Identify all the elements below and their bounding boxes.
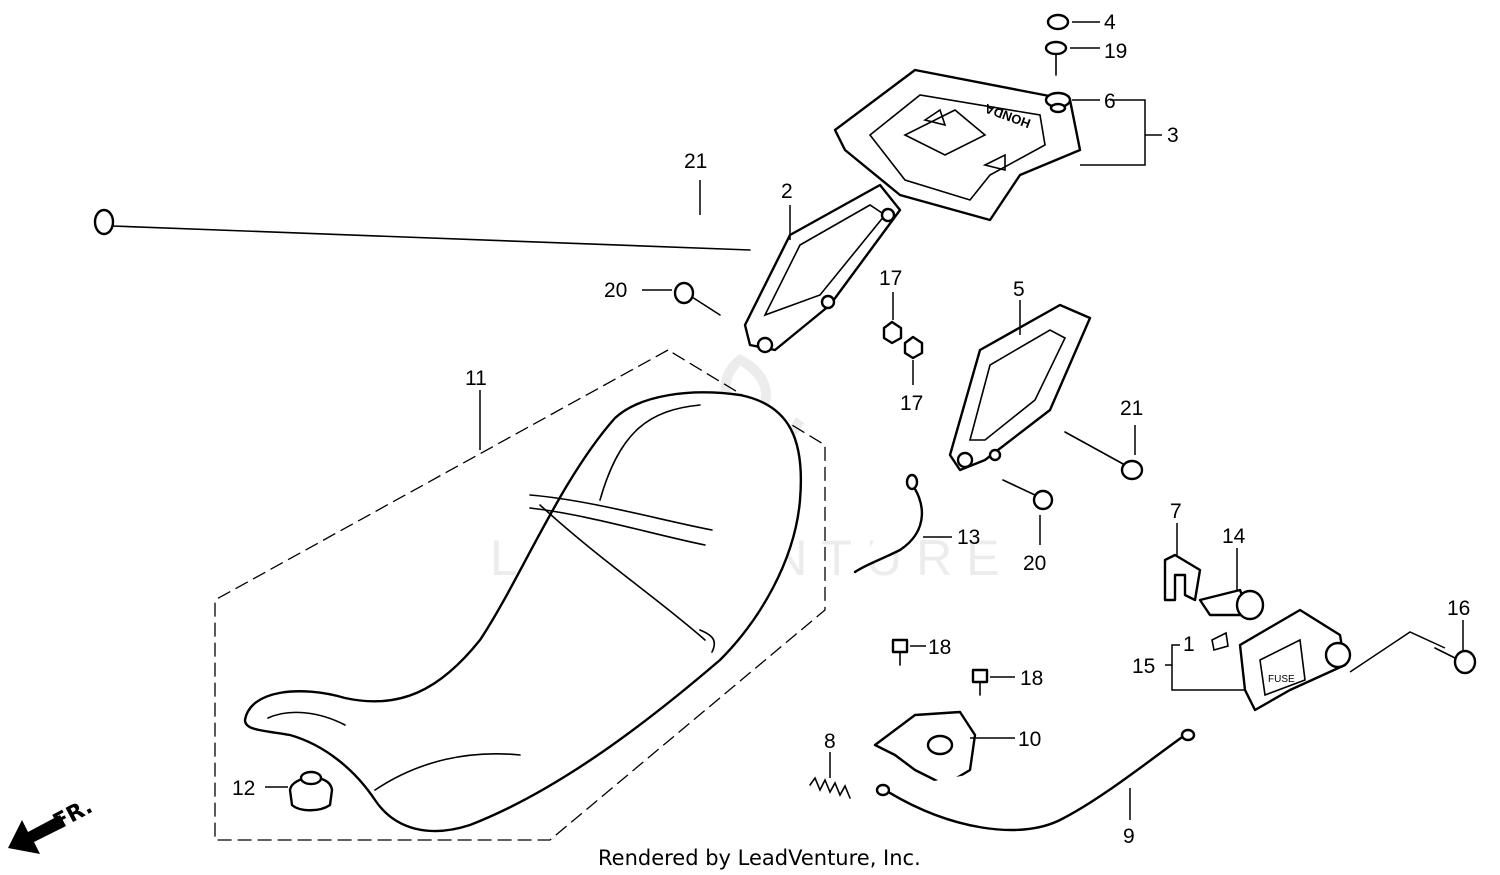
callout-21-right: 21 [1120, 397, 1143, 420]
bolt-20-right [1002, 479, 1054, 511]
nut-17-lower [903, 335, 924, 360]
callout-20-left: 20 [604, 279, 627, 302]
cap-4 [1046, 13, 1070, 31]
callout-19: 19 [1104, 40, 1127, 63]
callouts: 4 19 6 3 21 2 20 17 17 5 21 20 13 11 12 … [232, 11, 1470, 848]
cable-9 [875, 728, 1196, 832]
bolt-20-left [673, 281, 721, 316]
callout-20-right: 20 [1023, 552, 1046, 575]
callout-17-lower: 17 [900, 392, 923, 415]
callout-1: 1 [1183, 633, 1195, 656]
key-1 [1211, 631, 1229, 652]
collar-6 [1044, 91, 1072, 114]
callout-6: 6 [1104, 90, 1116, 113]
bolt-21-right [1064, 431, 1144, 481]
front-direction-arrow: FR. [8, 794, 97, 854]
leader-lines [265, 21, 1464, 820]
callout-8: 8 [824, 730, 836, 753]
callout-14: 14 [1222, 525, 1246, 548]
callout-7: 7 [1170, 500, 1182, 523]
bolt-18-lower [971, 668, 989, 696]
rod-13 [853, 473, 924, 574]
lock-bracket-10 [873, 710, 977, 787]
nut-17-upper [882, 320, 903, 345]
callout-5: 5 [1013, 278, 1025, 301]
seat-cushion-12 [288, 770, 334, 812]
callout-17-upper: 17 [879, 267, 902, 290]
callout-4: 4 [1104, 11, 1116, 34]
bolt-19 [1044, 40, 1068, 76]
callout-10: 10 [1018, 728, 1041, 751]
callout-9: 9 [1123, 825, 1135, 848]
seat-assembly [214, 349, 826, 841]
callout-18-lower: 18 [1020, 667, 1043, 690]
callout-13: 13 [957, 526, 980, 549]
bolt-18-upper [891, 638, 909, 666]
fuse-mark: FUSE [1268, 674, 1295, 685]
callout-15: 15 [1132, 655, 1155, 678]
rear-carrier-3: HONDA [833, 68, 1082, 222]
credit-text: Rendered by LeadVenture, Inc. [598, 846, 921, 870]
callout-16: 16 [1447, 597, 1470, 620]
seat-lock-15: FUSE [1238, 608, 1352, 712]
callout-11: 11 [465, 367, 487, 390]
screw-16 [1434, 647, 1477, 675]
callout-18-upper: 18 [928, 636, 951, 659]
callout-2: 2 [781, 180, 793, 203]
callout-3: 3 [1167, 124, 1179, 147]
callout-21-left: 21 [684, 150, 707, 173]
plate-5 [948, 303, 1092, 472]
bolt-21-left [93, 208, 751, 251]
clip-7 [1163, 553, 1202, 602]
lock-cylinder-14 [1198, 588, 1265, 621]
bracket-2 [743, 183, 902, 354]
spring-8 [809, 776, 851, 799]
callout-12: 12 [232, 777, 255, 800]
